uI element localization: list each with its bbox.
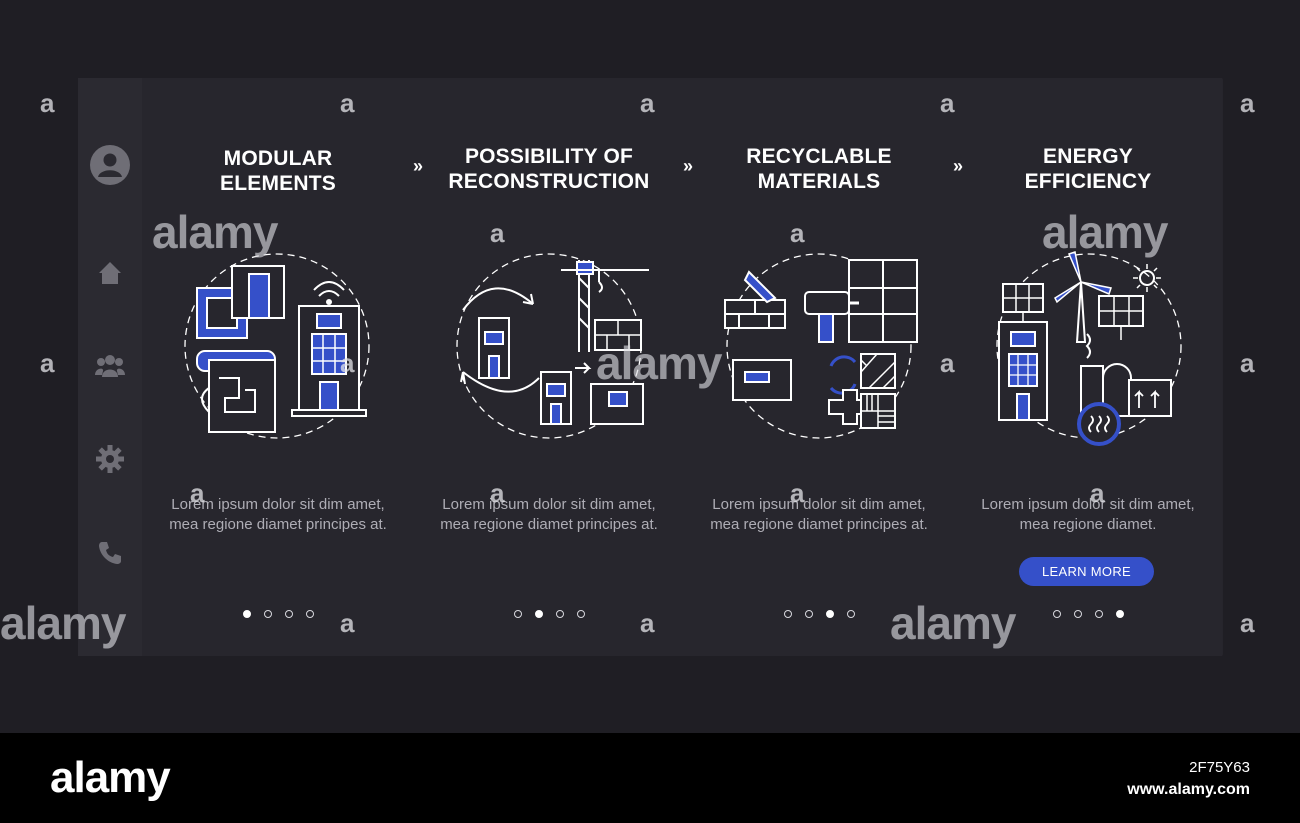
pagination-dot[interactable] xyxy=(576,610,585,618)
pagination-dot[interactable] xyxy=(1052,610,1061,618)
pagination-dot[interactable] xyxy=(555,610,564,618)
watermark-letter: a xyxy=(490,218,505,248)
pagination-dots xyxy=(414,610,684,618)
pagination-dot[interactable] xyxy=(846,610,855,618)
watermark-letter: a xyxy=(340,348,355,378)
watermark-letter: a xyxy=(1240,348,1255,378)
watermark-letter: a xyxy=(190,478,205,508)
pagination-dots xyxy=(684,610,954,618)
pagination-dot[interactable] xyxy=(1094,610,1103,618)
team-icon[interactable] xyxy=(78,350,142,380)
watermark-letter: a xyxy=(1240,88,1255,118)
gear-icon[interactable] xyxy=(78,444,142,474)
pagination-dot[interactable] xyxy=(804,610,813,618)
pagination-dot[interactable] xyxy=(1115,610,1124,618)
panel-description: Lorem ipsum dolor sit dim amet, mea regi… xyxy=(440,496,658,533)
pagination-dots xyxy=(142,610,414,618)
pagination-dot[interactable] xyxy=(534,610,543,618)
watermark-letter: a xyxy=(340,608,355,638)
footer-logo: alamy xyxy=(50,753,171,802)
pagination-dot[interactable] xyxy=(783,610,792,618)
watermark-letter: a xyxy=(940,348,955,378)
panel-recyclable-materials: RECYCLABLE MATERIALS Lorem ipsum dolor s… xyxy=(684,78,954,656)
watermark-brand: alamy xyxy=(0,597,126,649)
panel-description: Lorem ipsum dolor sit dim amet, mea regi… xyxy=(710,496,928,533)
footer-url[interactable]: www.alamy.com xyxy=(1127,781,1250,798)
panel-description: Lorem ipsum dolor sit dim amet, mea regi… xyxy=(169,496,387,533)
home-icon[interactable] xyxy=(78,258,142,288)
watermark-letter: a xyxy=(940,88,955,118)
panel-title: ENERGY EFFICIENCY xyxy=(1024,145,1152,193)
watermark-brand: alamy xyxy=(596,337,722,389)
panel-title: MODULAR ELEMENTS xyxy=(220,147,336,195)
modular-building-icon xyxy=(184,253,370,439)
watermark-letter: a xyxy=(40,348,55,378)
pagination-dot[interactable] xyxy=(242,610,251,618)
pagination-dot[interactable] xyxy=(513,610,522,618)
pagination-dot[interactable] xyxy=(1073,610,1082,618)
panel-title: POSSIBILITY OF RECONSTRUCTION xyxy=(448,145,650,193)
pagination-dot[interactable] xyxy=(263,610,272,618)
learn-more-button[interactable]: LEARN MORE xyxy=(1019,557,1154,586)
watermark-letter: a xyxy=(640,88,655,118)
footer-bar: alamy 2F75Y63 www.alamy.com xyxy=(0,733,1300,823)
watermark-letter: a xyxy=(340,88,355,118)
watermark-letter: a xyxy=(490,478,505,508)
recyclable-materials-icon xyxy=(724,253,918,439)
image-id: 2F75Y63 xyxy=(1189,759,1250,776)
watermark-letter: a xyxy=(1090,478,1105,508)
energy-efficiency-icon xyxy=(996,251,1182,446)
watermark-brand: alamy xyxy=(152,206,278,258)
watermark-letter: a xyxy=(40,88,55,118)
phone-icon[interactable] xyxy=(78,538,142,568)
user-icon[interactable] xyxy=(78,144,142,186)
watermark-letter: a xyxy=(1240,608,1255,638)
reconstruction-crane-icon xyxy=(456,253,649,439)
sidebar xyxy=(78,78,142,656)
pagination-dot[interactable] xyxy=(284,610,293,618)
watermark-brand: alamy xyxy=(1042,206,1168,258)
next-arrow-icon[interactable]: » xyxy=(682,156,693,176)
pagination-dot[interactable] xyxy=(825,610,834,618)
watermark-brand: alamy xyxy=(890,597,1016,649)
next-arrow-icon[interactable]: » xyxy=(412,156,423,176)
watermark-letter: a xyxy=(790,218,805,248)
pagination-dots xyxy=(954,610,1222,618)
next-arrow-icon[interactable]: » xyxy=(952,156,963,176)
watermark-letter: a xyxy=(790,478,805,508)
panel-modular-elements: MODULAR ELEMENTS Lorem ipsum dolor sit d… xyxy=(142,78,414,656)
watermark-letter: a xyxy=(640,608,655,638)
panel-possibility-of-reconstruction: POSSIBILITY OF RECONSTRUCTION Lorem ipsu… xyxy=(414,78,684,656)
panel-title: RECYCLABLE MATERIALS xyxy=(746,145,892,193)
panel-description: Lorem ipsum dolor sit dim amet, mea regi… xyxy=(981,496,1195,533)
pagination-dot[interactable] xyxy=(305,610,314,618)
